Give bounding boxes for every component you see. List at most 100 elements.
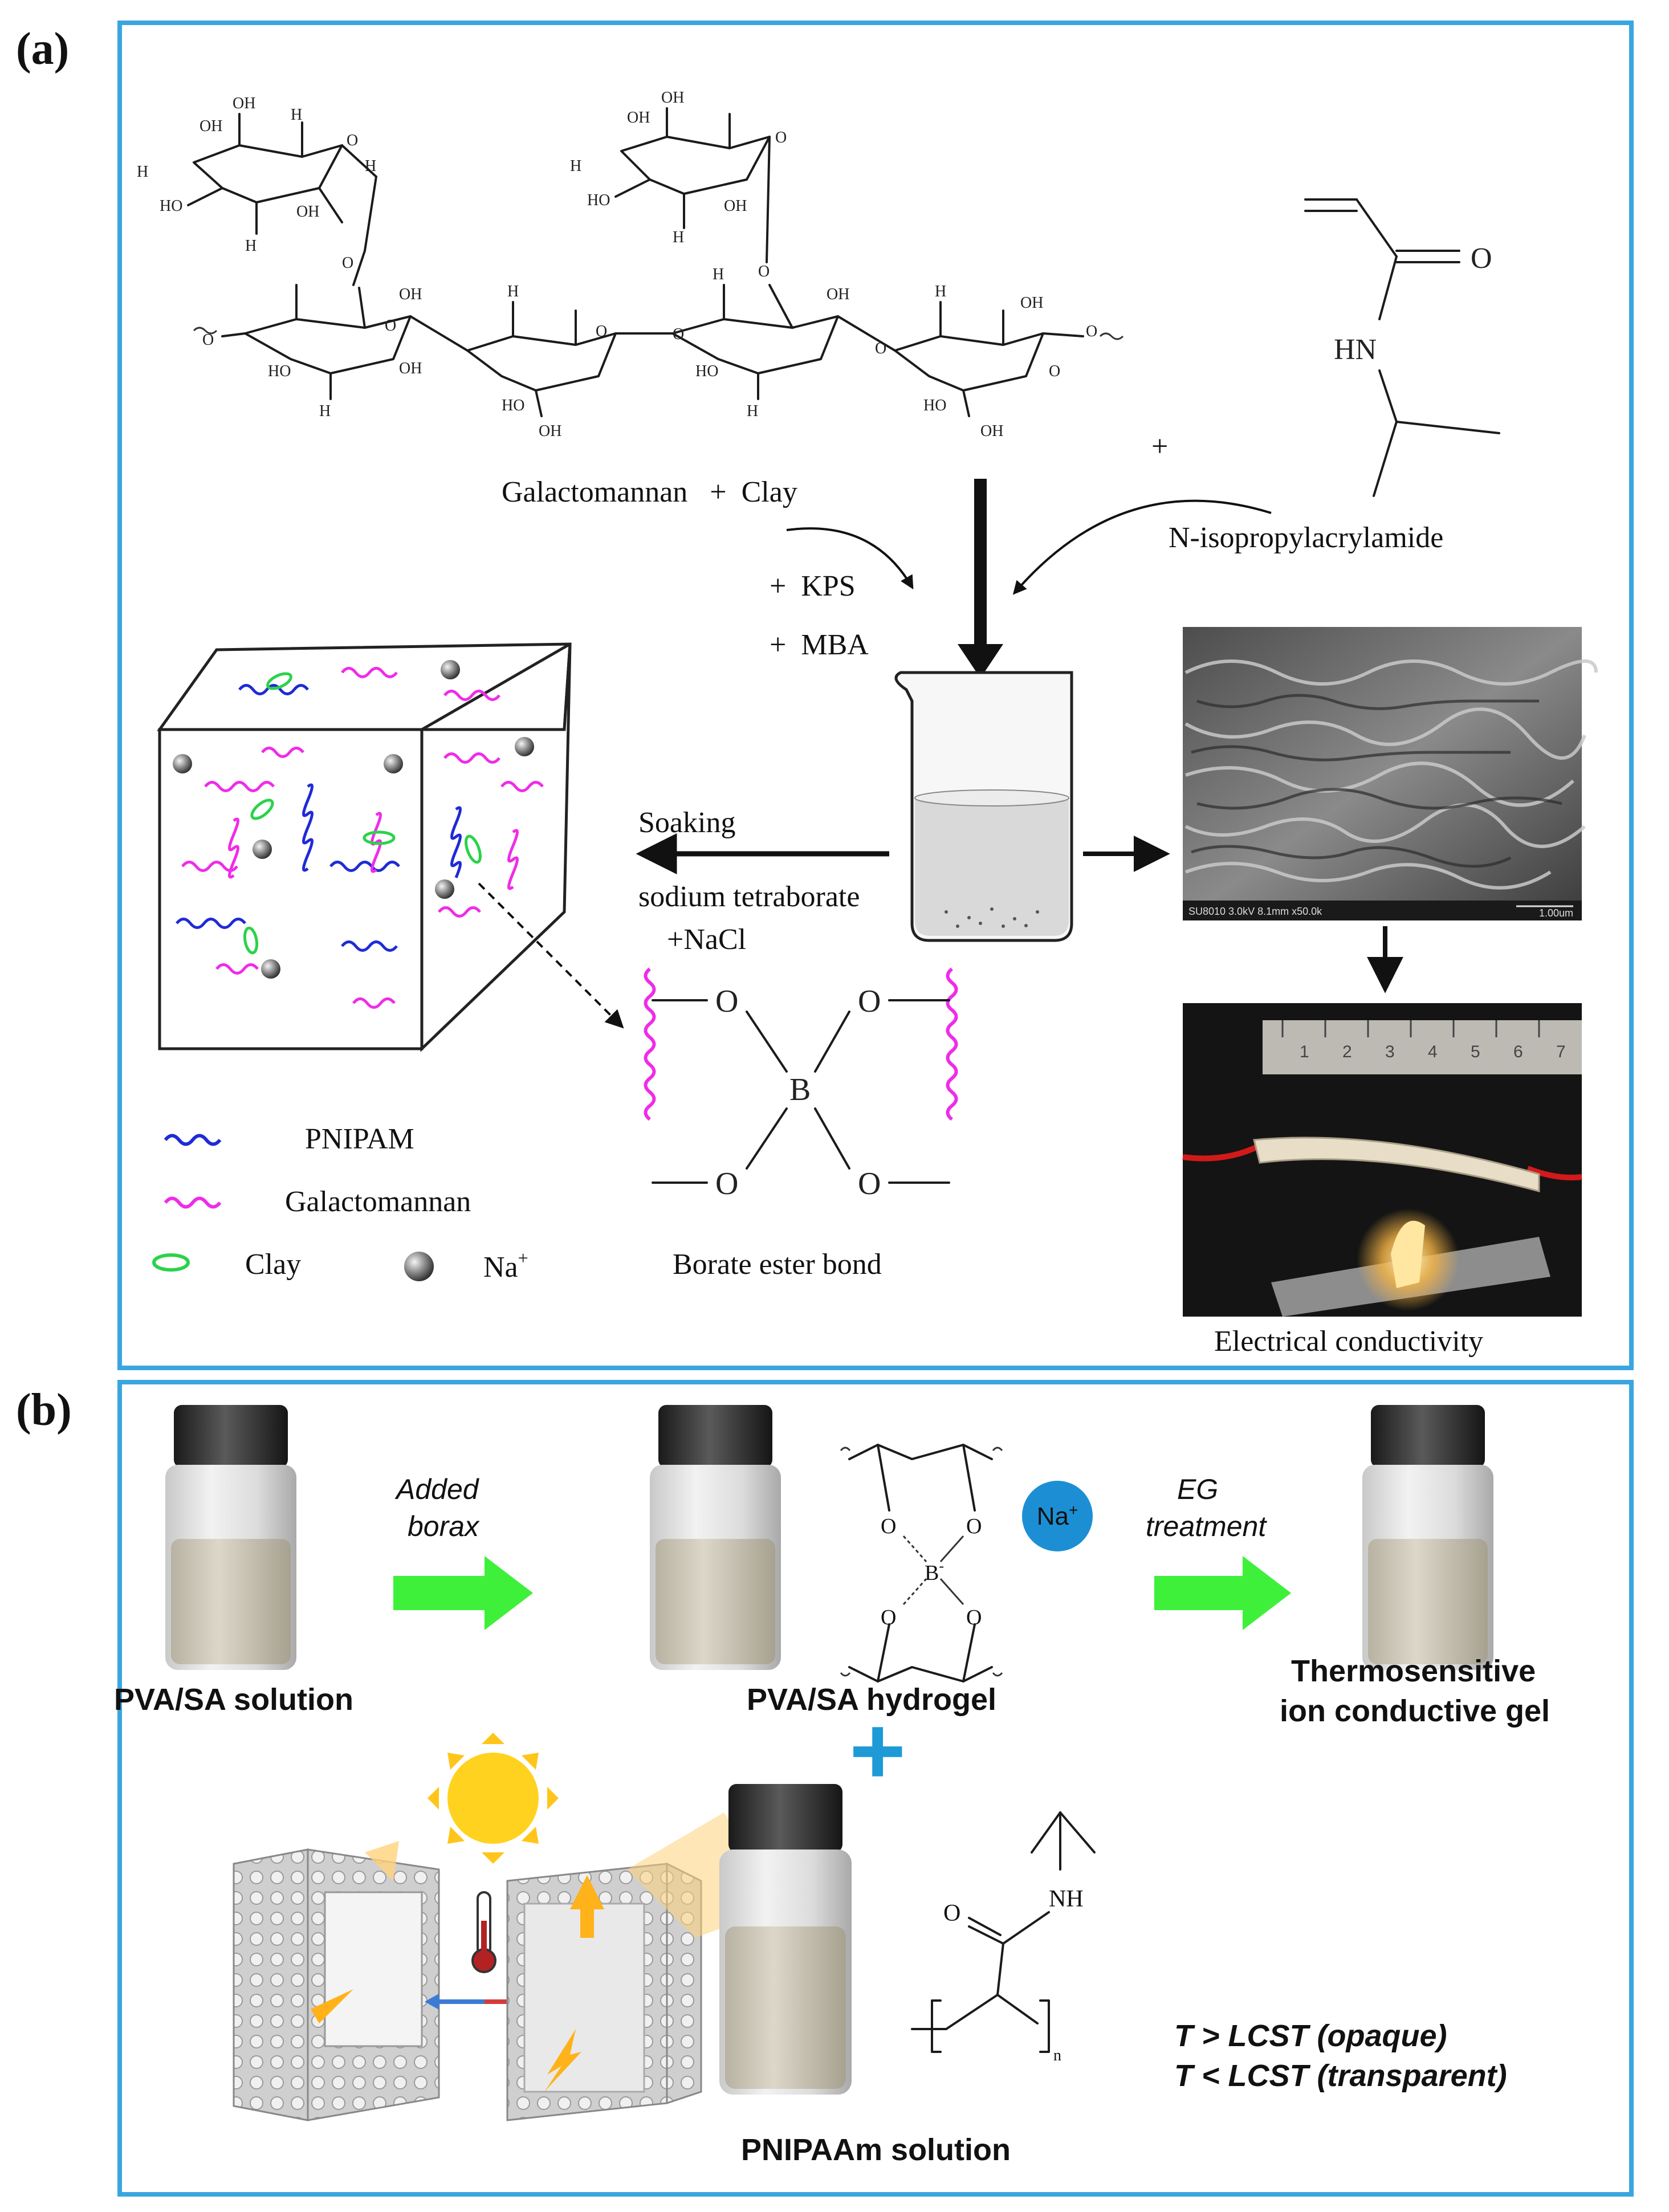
ruler-tick-label: 4 [1428,1042,1438,1061]
ruler-tick-label: 1 [1300,1042,1309,1061]
legend-galactomannan-swatch [164,1196,222,1209]
lcst-opaque: T > LCST (opaque) [1174,2019,1447,2053]
pnipaam-structure: O NH n [911,1811,1096,2064]
legend-clay-swatch [152,1253,190,1272]
ruler-ticks [1281,1020,1540,1037]
borax-b: B- [925,1558,944,1585]
arrow-down-main-head [958,644,1003,678]
borate-o: O [858,1166,881,1201]
green-arrow-2 [1154,1556,1291,1630]
legend-na-swatch [404,1252,434,1281]
atom-ho: HO [268,362,291,380]
kps-label: + KPS [770,570,856,602]
panel-b-frame [117,1380,1634,2197]
gel-clay-platelets [243,672,482,955]
atom-o: O [875,340,886,357]
atom-oh: OH [627,109,650,127]
galactomannan-clay-label: Galactomannan + Clay [502,476,797,508]
arrow-curve-right [1012,499,1272,595]
sodium-tetraborate-label: sodium tetraborate [638,881,860,913]
atom-h: H [137,163,148,181]
atom-o: O [347,132,358,149]
plus-label: + [1151,430,1168,463]
borate-o: O [858,984,881,1019]
conductivity-photo: 1 2 3 4 5 6 7 [1182,1003,1582,1317]
label-pva-sa-solution: PVA/SA solution [114,1683,353,1717]
atom-ho: HO [587,192,610,209]
atom-o: O [1049,362,1060,380]
atom-oh: OH [296,203,319,221]
atom-oh: OH [980,422,1003,440]
label-pnipaam-solution: PNIPAAm solution [741,2133,1011,2167]
borax-o: O [966,1606,982,1630]
nipam-label: N-isopropylacrylamide [1169,522,1443,554]
arrow-curve-left [786,527,914,590]
atom-o: O [673,325,684,343]
legend-na-label: Na+ [483,1248,528,1284]
pnipaam-o: O [943,1900,960,1926]
vial-pnipaam-solution [719,1784,852,2095]
nipam-hn: HN [1334,333,1377,366]
nipam-structure: O HN [1304,198,1500,497]
nipam-o: O [1471,242,1492,275]
pnipaam-nh: NH [1049,1886,1084,1912]
panel-a-frame [117,21,1634,1370]
atom-o: O [758,263,770,280]
step-eg: EG [1177,1473,1218,1505]
atom-oh: OH [827,286,849,303]
na-badge-label: Na+ [1037,1501,1078,1530]
sem-footer: SU8010 3.0kV 8.1mm x50.0k [1188,906,1322,917]
atom-oh: OH [200,117,222,135]
smart-window-opaque [233,1841,440,2121]
atom-o: O [775,129,787,146]
gel-polymer-chains [176,667,544,1009]
label-pva-sa-hydrogel: PVA/SA hydrogel [747,1683,996,1717]
label-ion-conductive-gel: ion conductive gel [1280,1694,1550,1728]
borax-o: O [881,1606,896,1630]
lcst-transparent: T < LCST (transparent) [1174,2059,1507,2093]
atom-o: O [202,331,214,349]
atom-oh: OH [539,422,561,440]
atom-h: H [507,283,519,300]
borax-o: O [881,1514,896,1538]
atom-o: O [385,317,396,335]
galactomannan-structure: OH OH H H HO H OH H O O OH OH [137,89,1124,440]
ruler-tick-label: 3 [1385,1042,1395,1061]
legend: PNIPAM Galactomannan Clay Na+ [152,1123,528,1284]
legend-pnipam-label: PNIPAM [305,1123,414,1155]
borax-o: O [966,1514,982,1538]
borate-o: O [715,1166,738,1201]
sem-scale: 1.00um [1539,907,1573,919]
atom-h: H [570,157,581,175]
atom-oh: OH [399,360,422,377]
atom-oh: OH [399,286,422,303]
atom-h: H [365,157,376,175]
atom-h: H [747,402,758,420]
panel-b: (b) PVA/SA solution Added borax PVA/SA h… [16,1380,1634,2197]
pnipaam-n: n [1053,2047,1061,2064]
atom-ho: HO [502,397,524,414]
legend-pnipam-swatch [164,1134,222,1146]
vial-pva-sa-hydrogel [650,1405,781,1670]
legend-galactomannan-label: Galactomannan [285,1186,471,1218]
ruler-tick-label: 5 [1471,1042,1480,1061]
panel-a-tag: (a) [16,24,69,74]
sem-image: SU8010 3.0kV 8.1mm x50.0k 1.00um [1183,627,1598,920]
smart-window-transparent [506,1862,702,2121]
galactose-ring-2: OH OH H HO H OH O O [570,89,787,280]
borate-ester-bond: O O O O B Borate ester bond [644,967,958,1281]
conductivity-caption: Electrical conductivity [1214,1325,1483,1358]
atom-h: H [291,106,302,124]
step-borax: borax [408,1510,480,1542]
borate-b: B [789,1072,811,1107]
atom-h: H [319,402,331,420]
borax-crosslink-structure: O O O O B- Na+ [840,1444,1093,1683]
atom-h: H [673,229,684,246]
panel-b-tag: (b) [16,1385,72,1435]
atom-o: O [342,254,353,272]
gel-na-ions [173,660,534,979]
atom-ho: HO [160,197,182,215]
sun-icon [428,1733,559,1864]
vial-pva-sa-solution [165,1405,296,1670]
galactose-ring-1: OH OH H H HO H OH H O O [137,95,377,286]
